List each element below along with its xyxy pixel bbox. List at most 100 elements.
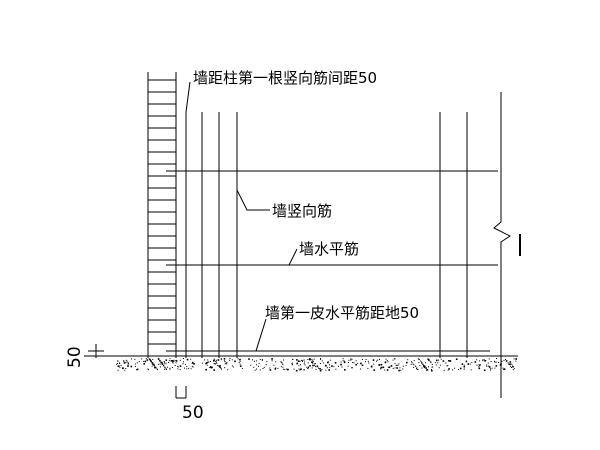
leader-first-horizontal	[255, 318, 267, 352]
stipple-dot	[448, 360, 450, 362]
stipple-dot	[381, 364, 383, 365]
stipple-dot	[347, 362, 349, 364]
stipple-dot	[320, 358, 322, 360]
stipple-dot	[153, 363, 155, 366]
stipple-dot	[395, 364, 397, 366]
stipple-dot	[495, 361, 497, 363]
stipple-dot	[177, 368, 179, 370]
stipple-dot	[385, 358, 387, 360]
stipple-dot	[117, 365, 120, 367]
stipple-dot	[314, 364, 316, 366]
stipple-dot	[204, 359, 206, 361]
stipple-dot	[273, 364, 275, 366]
stipple-dot	[361, 364, 364, 367]
stipple-dot	[500, 365, 502, 367]
stipple-dot	[478, 364, 480, 366]
stipple-dot	[399, 367, 401, 369]
stipple-dot	[306, 366, 308, 368]
stipple-dot	[117, 360, 119, 362]
stipple-dot	[434, 362, 436, 364]
stipple-dot	[152, 358, 154, 360]
stipple-dot	[483, 369, 486, 372]
stipple-dot	[175, 362, 177, 364]
stipple-dot	[384, 361, 387, 363]
column	[147, 72, 177, 358]
stipple-dot	[431, 363, 433, 365]
stipple-dot	[307, 367, 309, 369]
stipple-dot	[207, 359, 209, 361]
stipple-dot	[410, 361, 412, 363]
stipple-dot	[215, 360, 217, 362]
stipple-dot	[491, 367, 493, 369]
stipple-dot	[498, 361, 500, 363]
stipple-dot	[191, 363, 193, 364]
stipple-dot	[317, 365, 319, 367]
stipple-dot	[422, 363, 424, 365]
stipple-dot	[417, 358, 419, 360]
stipple-dot	[210, 366, 213, 369]
stipple-dot	[452, 369, 454, 371]
stipple-dot	[261, 359, 263, 360]
stipple-dot	[508, 363, 510, 366]
stipple-dot	[319, 363, 321, 364]
stipple-dot	[426, 369, 428, 371]
stipple-dot	[134, 363, 136, 365]
stipple-dot	[344, 369, 346, 371]
stipple-dot	[327, 361, 329, 364]
stipple-dot	[215, 363, 216, 365]
stipple-dot	[329, 364, 330, 366]
leader-column-spacing	[185, 81, 191, 113]
stipple-dot	[390, 365, 392, 367]
stipple-dot	[298, 368, 300, 370]
stipple-dot	[156, 368, 158, 370]
stipple-dot	[342, 358, 344, 360]
stipple-dot	[190, 368, 192, 370]
stipple-dot	[190, 358, 192, 360]
stipple-dot	[159, 363, 161, 365]
stipple-dot	[134, 366, 136, 367]
stipple-dot	[329, 359, 331, 361]
stipple-dot	[220, 367, 222, 369]
column-hatch	[148, 79, 176, 345]
stipple-dot	[265, 364, 267, 366]
stipple-dot	[325, 369, 327, 371]
stipple-dot	[397, 364, 399, 366]
stipple-dot	[126, 360, 128, 362]
stipple-dot	[503, 368, 506, 370]
stipple-dot	[234, 360, 236, 363]
stipple-dot	[421, 363, 423, 365]
stipple-dot	[423, 365, 425, 367]
stipple-dot	[509, 364, 511, 366]
stipple-dot	[117, 363, 118, 364]
stipple-dot	[488, 365, 490, 367]
stipple-dot	[465, 360, 468, 363]
stipple-dot	[421, 362, 423, 364]
stipple-dot	[384, 362, 386, 364]
stipple-dot	[482, 359, 484, 361]
stipple-dot	[411, 362, 413, 364]
stipple-dot	[218, 365, 221, 367]
stipple-dot	[303, 369, 305, 371]
dim-left-50: 50	[65, 346, 85, 368]
stipple-dot	[302, 361, 303, 362]
stipple-dot	[439, 364, 441, 366]
stipple-dot	[368, 362, 370, 364]
stipple-dot	[182, 358, 184, 359]
stipple-dot	[239, 363, 241, 365]
stipple-dot	[159, 360, 161, 362]
stipple-dot	[231, 359, 233, 361]
stipple-dot	[286, 368, 288, 370]
stipple-dot	[188, 368, 190, 370]
stipple-dot	[407, 359, 409, 361]
stipple-dot	[413, 364, 415, 366]
stipple-dot	[314, 363, 316, 365]
stipple-dot	[459, 367, 462, 370]
stipple-dot	[328, 369, 330, 371]
stipple-dot	[327, 361, 329, 363]
stipple-dot	[165, 359, 168, 361]
stipple-dot	[386, 360, 388, 361]
stipple-dot	[125, 359, 127, 361]
stipple-dot	[382, 366, 384, 369]
stipple-dot	[376, 360, 377, 362]
stipple-dot	[365, 361, 366, 363]
